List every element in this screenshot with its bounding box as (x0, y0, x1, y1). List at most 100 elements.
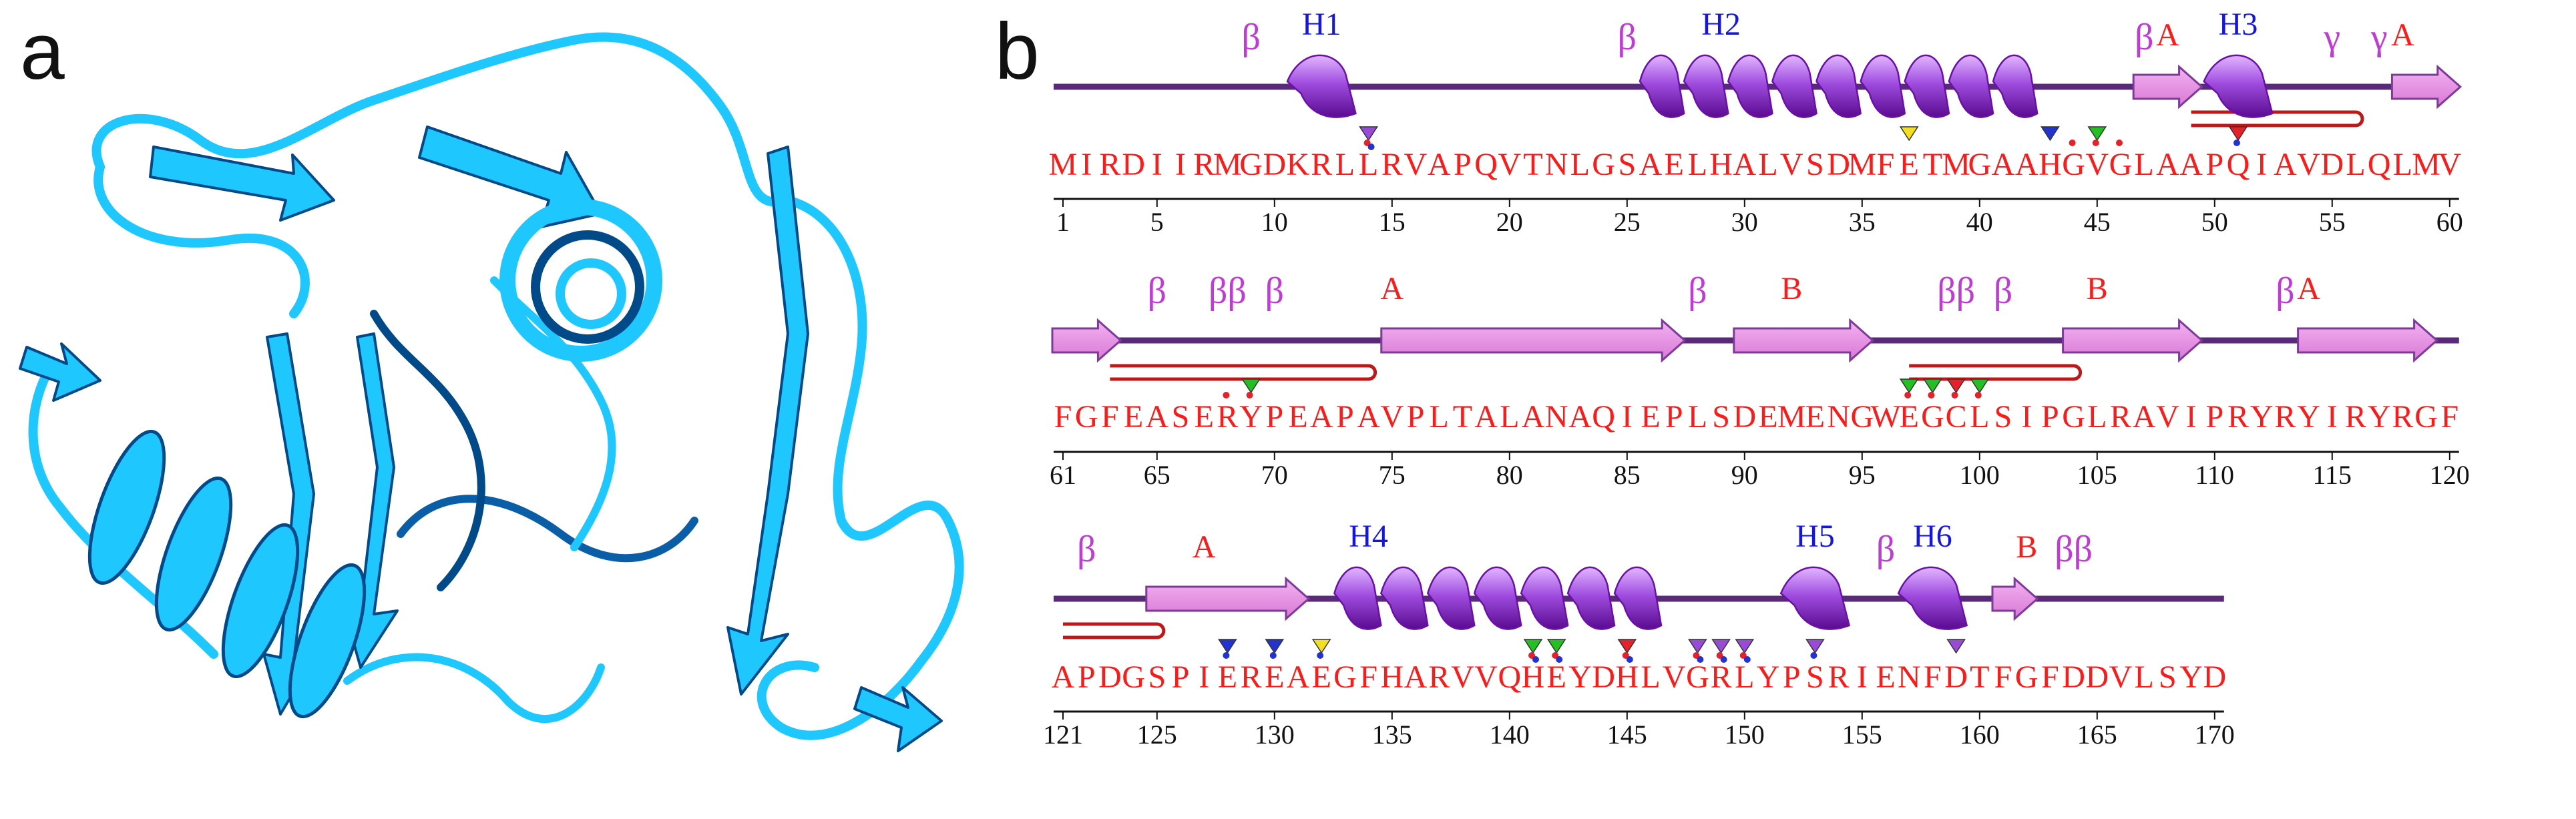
interaction-marker (1223, 392, 1230, 398)
panel-label-b: b (995, 7, 1040, 96)
structure-label: β (1241, 17, 1261, 58)
structure-label: A (2297, 271, 2320, 306)
structure-label: B (2016, 529, 2037, 565)
sequence-residue: Q (1474, 147, 1498, 182)
sequence-residue: L (1758, 147, 1777, 182)
interaction-marker (1946, 378, 1966, 398)
tick-label: 150 (1725, 720, 1765, 750)
sequence-residue: I (1857, 659, 1868, 695)
alpha-helix (1639, 54, 2038, 118)
sequence-residue: D (1827, 147, 1850, 182)
sequence-residue: Q (2227, 147, 2250, 182)
sequence-residue: E (1805, 399, 1825, 435)
sequence-residue: P (2041, 399, 2059, 435)
tick-label: 50 (2201, 207, 2228, 237)
interaction-marker (1241, 378, 1261, 398)
sequence-residue: E (1758, 399, 1777, 435)
sequence-residue: V (2109, 659, 2133, 695)
sequence-residue: N (1545, 147, 1568, 182)
tick-label: 30 (1731, 207, 1758, 237)
structure-label: A (2391, 17, 2414, 53)
sequence-residue: L (2393, 147, 2412, 182)
structure-label: H4 (1349, 519, 1388, 554)
sequence-residue: G (1122, 659, 1145, 695)
tick-label: 100 (1960, 460, 2000, 490)
sequence-residue: E (1124, 399, 1143, 435)
sequence-residue: Y (2297, 399, 2320, 435)
sequence-residue: E (1665, 147, 1684, 182)
sequence-residue: R (1311, 147, 1332, 182)
tick-label: 140 (1490, 720, 1530, 750)
sequence-residue: S (2159, 659, 2177, 695)
sequence-residue: T (1523, 147, 1542, 182)
tick-label: 170 (2195, 720, 2235, 750)
alpha-helix (1286, 54, 1357, 118)
interaction-marker (2087, 126, 2107, 146)
sequence-residue: G (2414, 399, 2438, 435)
sequence-residue: I (1081, 147, 1092, 182)
sequence-residue: A (1428, 147, 1451, 182)
sequence-residue: R (2274, 399, 2296, 435)
sequence-residue: I (1152, 147, 1162, 182)
tick-label: 110 (2195, 460, 2235, 490)
sequence-residue: M (2412, 147, 2440, 182)
sequence-residue: A (1639, 147, 1663, 182)
sequence-residue: G (1921, 399, 1944, 435)
sequence-residue: D (1733, 399, 1756, 435)
tick-label: 125 (1137, 720, 1177, 750)
structure-label: H1 (1302, 7, 1341, 42)
alpha-helix (1897, 566, 1968, 630)
interaction-marker (1735, 639, 1755, 663)
structure-label: β (1688, 270, 1707, 312)
sequence-residue: M (1777, 399, 1806, 435)
sequence-residue: C (1946, 399, 1967, 435)
sequence-residue: H (1615, 659, 1639, 695)
protein-ribbon-structure (19, 32, 964, 752)
sequence-residue: N (1827, 399, 1850, 435)
ribbon-loop (490, 276, 616, 551)
sequence-residue: F (2041, 659, 2059, 695)
sequence-residue: A (1287, 659, 1310, 695)
ribbon-loop (93, 162, 310, 318)
tick-label: 90 (1731, 460, 1758, 490)
structure-label: A (2156, 17, 2179, 53)
interaction-marker (1970, 378, 1990, 398)
sequence-residue: F (1054, 399, 1072, 435)
ribbon-loop (91, 32, 793, 207)
sequence-residue: E (1218, 659, 1237, 695)
interaction-marker (2116, 140, 2123, 146)
sequence-residue: F (2440, 399, 2458, 435)
alpha-helix (1779, 566, 1851, 630)
sequence-residue: Q (1498, 659, 1521, 695)
sequence-residue: L (1570, 147, 1590, 182)
sequence-residue: S (1712, 399, 1730, 435)
tick-label: 61 (1050, 460, 1076, 490)
tick-label: 160 (1960, 720, 2000, 750)
ribbon-strand (726, 146, 809, 696)
tick-label: 130 (1255, 720, 1295, 750)
sequence-residue: V (1780, 147, 1803, 182)
sequence-residue: E (1195, 399, 1214, 435)
sequence-residue: L (1970, 399, 1989, 435)
sequence-residue: R (2392, 399, 2413, 435)
sequence-residue: F (1994, 659, 2012, 695)
hairpin-loop (1110, 364, 1377, 381)
sequence-residue: P (2205, 399, 2223, 435)
sequence-residue: I (2256, 147, 2267, 182)
sequence-residue: P (1265, 399, 1283, 435)
structure-label: β (2135, 17, 2154, 58)
structure-label: H5 (1795, 519, 1835, 554)
sequence-residue: E (1900, 399, 1919, 435)
tick-label: 155 (1842, 720, 1882, 750)
sequence-residue: P (1665, 399, 1683, 435)
tick-label: 115 (2313, 460, 2352, 490)
tick-label: 85 (1614, 460, 1641, 490)
sequence-residue: I (2021, 399, 2032, 435)
structure-label: β (1265, 270, 1285, 312)
hairpin-loop (2191, 110, 2364, 127)
sequence-residue: H (2038, 147, 2062, 182)
sequence-residue: R (1828, 659, 1850, 695)
sequence-residue: I (1199, 659, 1209, 695)
